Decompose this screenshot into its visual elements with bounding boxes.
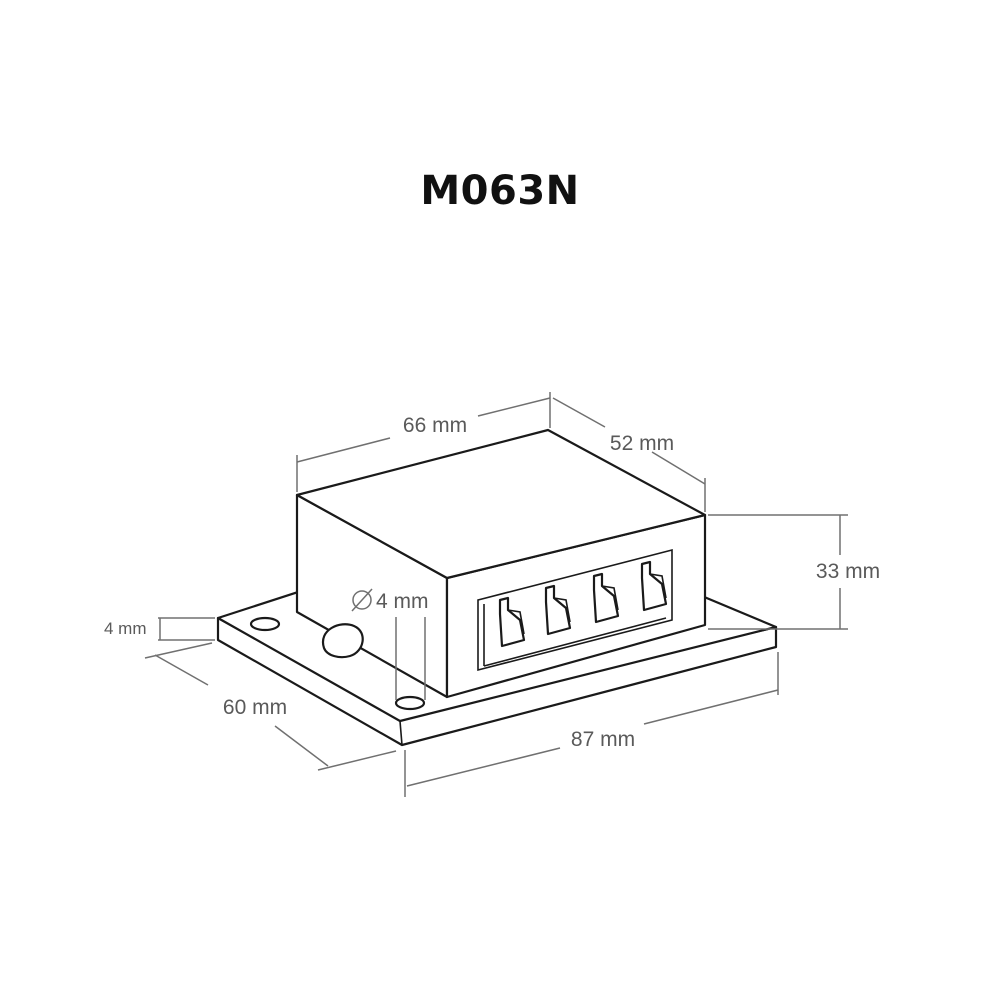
relay-housing (295, 428, 707, 699)
indicator-dome (321, 623, 364, 659)
dimension-top-length: 66 mm (296, 392, 551, 492)
dimension-hole-diameter: 4 mm (351, 588, 429, 700)
terminal-2 (544, 584, 572, 636)
dim-label-base-length: 87 mm (571, 728, 635, 751)
housing-top-face (295, 428, 707, 580)
dim-label-top-depth: 52 mm (610, 432, 674, 455)
terminal-4 (640, 560, 668, 612)
mount-hole-left (249, 616, 281, 632)
dimension-base-length: 87 mm (404, 652, 779, 797)
terminal-3 (592, 572, 620, 624)
dim-label-top-length: 66 mm (403, 414, 467, 437)
base-plate-edge (399, 720, 403, 746)
dim-label-height: 33 mm (816, 560, 880, 583)
diameter-symbol-icon (352, 590, 372, 610)
dimension-top-depth: 52 mm (552, 397, 706, 512)
dim-label-base-depth: 60 mm (223, 696, 287, 719)
dim-label-hole-diameter: 4 mm (376, 590, 429, 613)
mount-hole-front (394, 695, 426, 711)
terminal-1 (498, 596, 526, 648)
dim-label-plate-thickness: 4 mm (104, 619, 147, 638)
dimension-base-depth: 60 mm (144, 642, 397, 771)
dimension-height: 33 mm (708, 514, 880, 630)
diagram-title: M063N (420, 168, 580, 214)
connector-window (477, 548, 673, 672)
dimension-plate-thickness: 4 mm (104, 617, 215, 641)
